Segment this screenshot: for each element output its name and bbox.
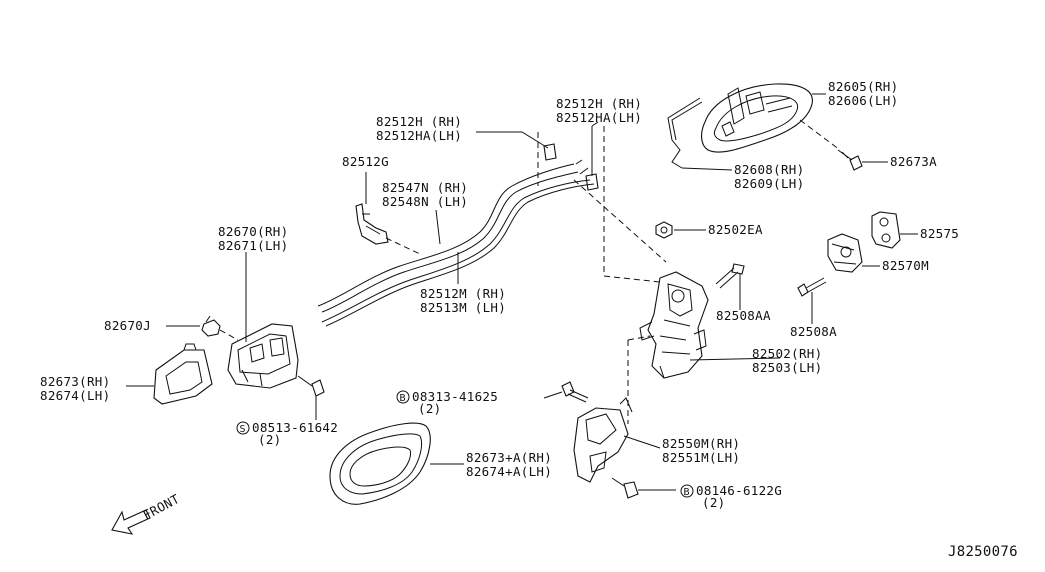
label-82502: 82502(RH)	[752, 346, 822, 361]
clip-82670J	[201, 315, 221, 337]
screw-82508A	[797, 277, 827, 297]
escutcheon-82673	[153, 343, 213, 405]
label-82512H-top: 82512H (RH)	[556, 96, 642, 111]
label-08313: 08313-41625	[412, 389, 498, 404]
inside-handle-part	[227, 323, 299, 389]
label-82512H-left: 82512H (RH)	[376, 114, 462, 129]
striker-82570M	[827, 233, 863, 273]
symbol-S-circle	[236, 421, 250, 435]
handle-rod	[667, 97, 701, 169]
label-82512M: 82512M (RH)	[420, 286, 506, 301]
label-82609: 82609(LH)	[734, 176, 804, 191]
symbol-B-1: B	[400, 393, 406, 404]
label-08313-qty: (2)	[418, 401, 441, 416]
label-82548N: 82548N (LH)	[382, 194, 468, 209]
label-82673A: 82673A	[890, 154, 937, 169]
clip-82512G	[355, 203, 389, 245]
symbol-B-circle-2	[680, 484, 694, 498]
label-82670: 82670(RH)	[218, 224, 288, 239]
door-lock-82502	[639, 271, 709, 379]
label-08513: 08513-61642	[252, 420, 338, 435]
screw-08146	[611, 477, 639, 499]
nut-82502EA	[655, 221, 673, 239]
label-82671: 82671(LH)	[218, 238, 288, 253]
remote-control-82550M	[573, 397, 633, 483]
label-08146: 08146-6122G	[696, 483, 782, 498]
cable-assembly	[317, 159, 595, 327]
diagram-id: J8250076	[948, 544, 1018, 560]
label-82508A: 82508A	[790, 324, 837, 339]
outside-handle-part	[701, 83, 813, 153]
screw-82508AA	[715, 263, 745, 289]
screw-82673A	[837, 149, 863, 171]
label-82605: 82605(RH)	[828, 79, 898, 94]
label-82608: 82608(RH)	[734, 162, 804, 177]
label-82673plusA: 82673+A(RH)	[466, 450, 552, 465]
label-82606: 82606(LH)	[828, 93, 898, 108]
screw-08313	[561, 381, 589, 403]
label-82674: 82674(LH)	[40, 388, 110, 403]
label-82503: 82503(LH)	[752, 360, 822, 375]
label-08513-qty: (2)	[258, 432, 281, 447]
symbol-B-2: B	[684, 487, 690, 498]
clip-82512H-right	[585, 173, 599, 191]
front-label: FRONT	[140, 491, 182, 523]
label-82575: 82575	[920, 226, 959, 241]
label-08146-qty: (2)	[702, 495, 725, 510]
symbol-B-circle-1	[396, 390, 410, 404]
label-82550M: 82550M(RH)	[662, 436, 740, 451]
front-arrow-icon	[111, 509, 151, 535]
clip-82512H-left	[543, 143, 557, 161]
pad-82575	[871, 211, 901, 249]
label-82512HA-left: 82512HA(LH)	[376, 128, 462, 143]
escutcheon-82673A	[329, 422, 431, 505]
screw-08513	[297, 375, 325, 397]
label-82512G: 82512G	[342, 154, 389, 169]
label-82502EA: 82502EA	[708, 222, 763, 237]
label-82513M: 82513M (LH)	[420, 300, 506, 315]
label-82508AA: 82508AA	[716, 308, 771, 323]
label-82674plusA: 82674+A(LH)	[466, 464, 552, 479]
label-82512HA-top: 82512HA(LH)	[556, 110, 642, 125]
label-82673: 82673(RH)	[40, 374, 110, 389]
label-82547N: 82547N (RH)	[382, 180, 468, 195]
label-82570M: 82570M	[882, 258, 929, 273]
label-82551M: 82551M(LH)	[662, 450, 740, 465]
label-82670J: 82670J	[104, 318, 151, 333]
symbol-S: S	[240, 424, 246, 435]
